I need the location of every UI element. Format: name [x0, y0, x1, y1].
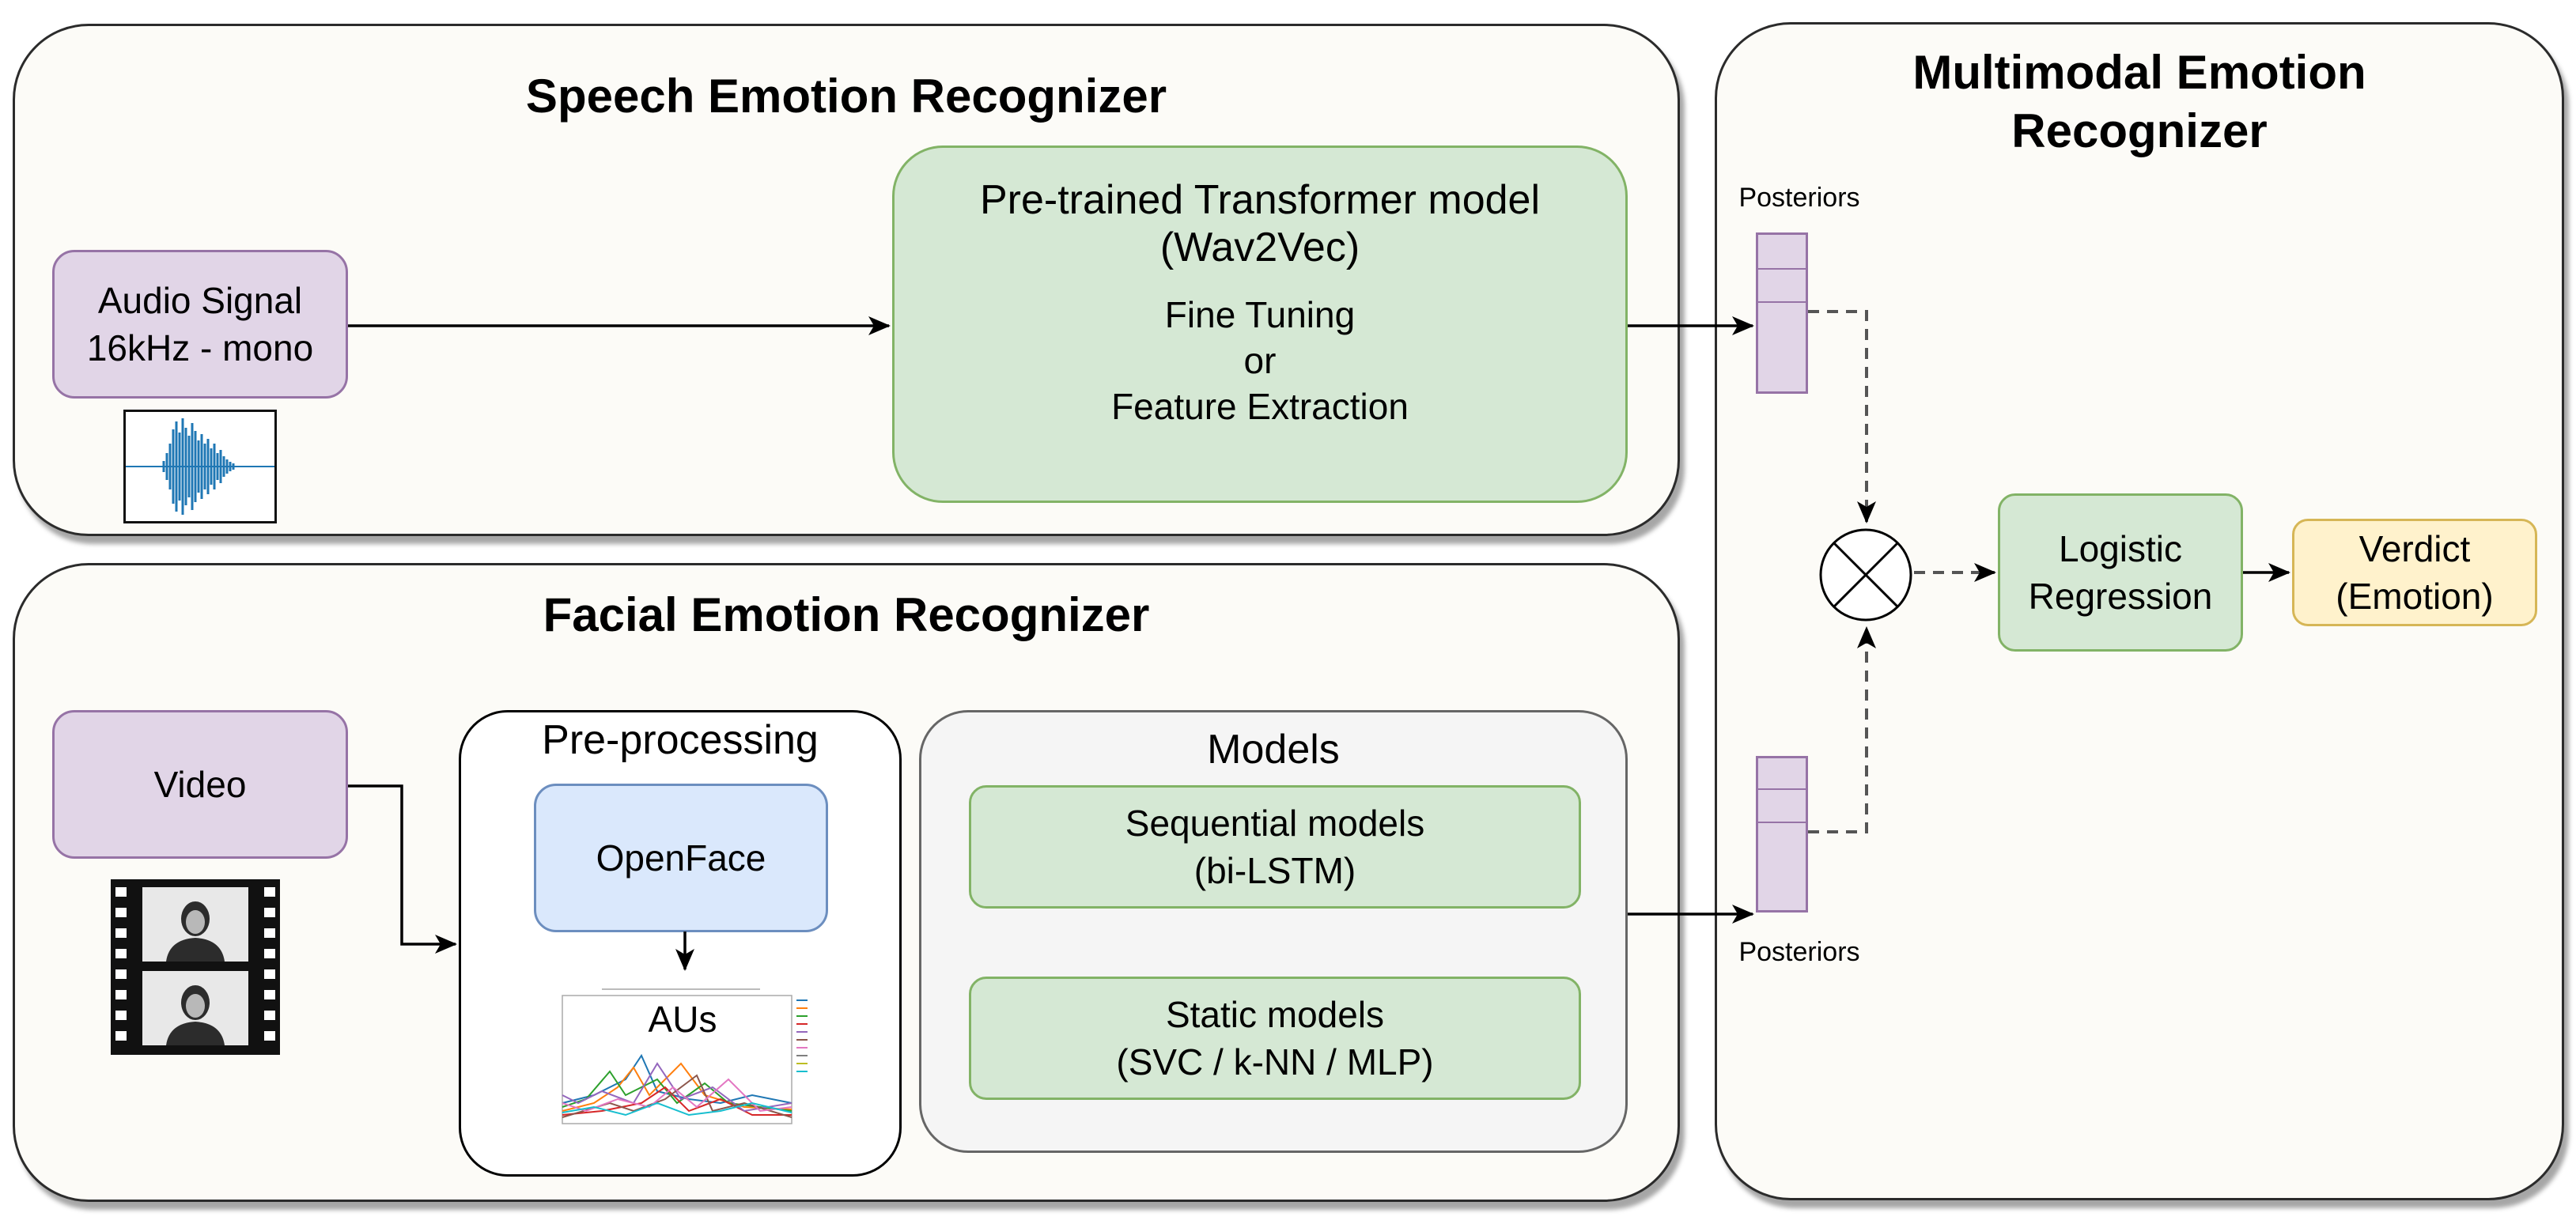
sequential-models-type: (bi-LSTM) [1193, 850, 1356, 891]
sequential-models-label: Sequential models [1125, 803, 1425, 844]
static-models-type: (SVC / k-NN / MLP) [1116, 1041, 1434, 1083]
multimodal-title-line2: Recognizer [2011, 104, 2268, 157]
mode-or: or [1243, 340, 1277, 381]
sequential-models-box: Sequential models (bi-LSTM) [969, 785, 1581, 909]
facial-panel-title: Facial Emotion Recognizer [543, 588, 1150, 641]
verdict-emotion: (Emotion) [2336, 576, 2494, 617]
video-box: Video [52, 710, 348, 859]
posteriors-bottom-vector [1756, 756, 1808, 912]
multimodal-panel-title: Multimodal Emotion Recognizer [1717, 43, 2562, 161]
posteriors-top-vector [1756, 232, 1808, 394]
transformer-model-label: Pre-trained Transformer model [979, 177, 1541, 223]
models-box: Models Sequential models (bi-LSTM) Stati… [919, 710, 1628, 1153]
preprocessing-title: Pre-processing [542, 717, 819, 763]
posteriors-bottom-label: Posteriors [1738, 937, 1860, 967]
static-models-box: Static models (SVC / k-NN / MLP) [969, 977, 1581, 1100]
circled-times-icon [1818, 527, 1914, 623]
multimodal-title-line1: Multimodal Emotion [1912, 46, 2366, 99]
openface-label: OpenFace [596, 837, 766, 878]
pretrained-transformer-box: Pre-trained Transformer model (Wav2Vec) … [892, 145, 1628, 503]
au-line-plot-thumbnail [539, 984, 827, 1130]
mode-fine-tuning: Fine Tuning [1164, 294, 1356, 335]
logistic-regression-label2: Regression [2028, 576, 2213, 617]
mode-feature-extraction: Feature Extraction [1111, 386, 1409, 427]
preprocessing-box: Pre-processing OpenFace [459, 710, 902, 1177]
film-strip-icon [111, 879, 280, 1055]
posteriors-top-label: Posteriors [1738, 183, 1860, 213]
logistic-regression-box: Logistic Regression [1998, 493, 2243, 652]
static-models-label: Static models [1165, 994, 1385, 1035]
verdict-label: Verdict [2358, 528, 2471, 569]
models-title: Models [1207, 727, 1340, 773]
openface-box: OpenFace [534, 784, 828, 932]
audio-signal-label: Audio Signal [97, 280, 303, 321]
logistic-regression-label1: Logistic [2059, 528, 2182, 569]
speech-panel-title: Speech Emotion Recognizer [525, 70, 1167, 123]
audio-signal-box: Audio Signal 16kHz - mono [52, 250, 348, 399]
transformer-model-name: (Wav2Vec) [1159, 225, 1360, 270]
verdict-box: Verdict (Emotion) [2292, 519, 2537, 626]
audio-waveform-icon [123, 410, 277, 523]
video-label: Video [153, 764, 247, 805]
aus-label: AUs [648, 999, 717, 1040]
audio-signal-format: 16kHz - mono [86, 327, 314, 368]
